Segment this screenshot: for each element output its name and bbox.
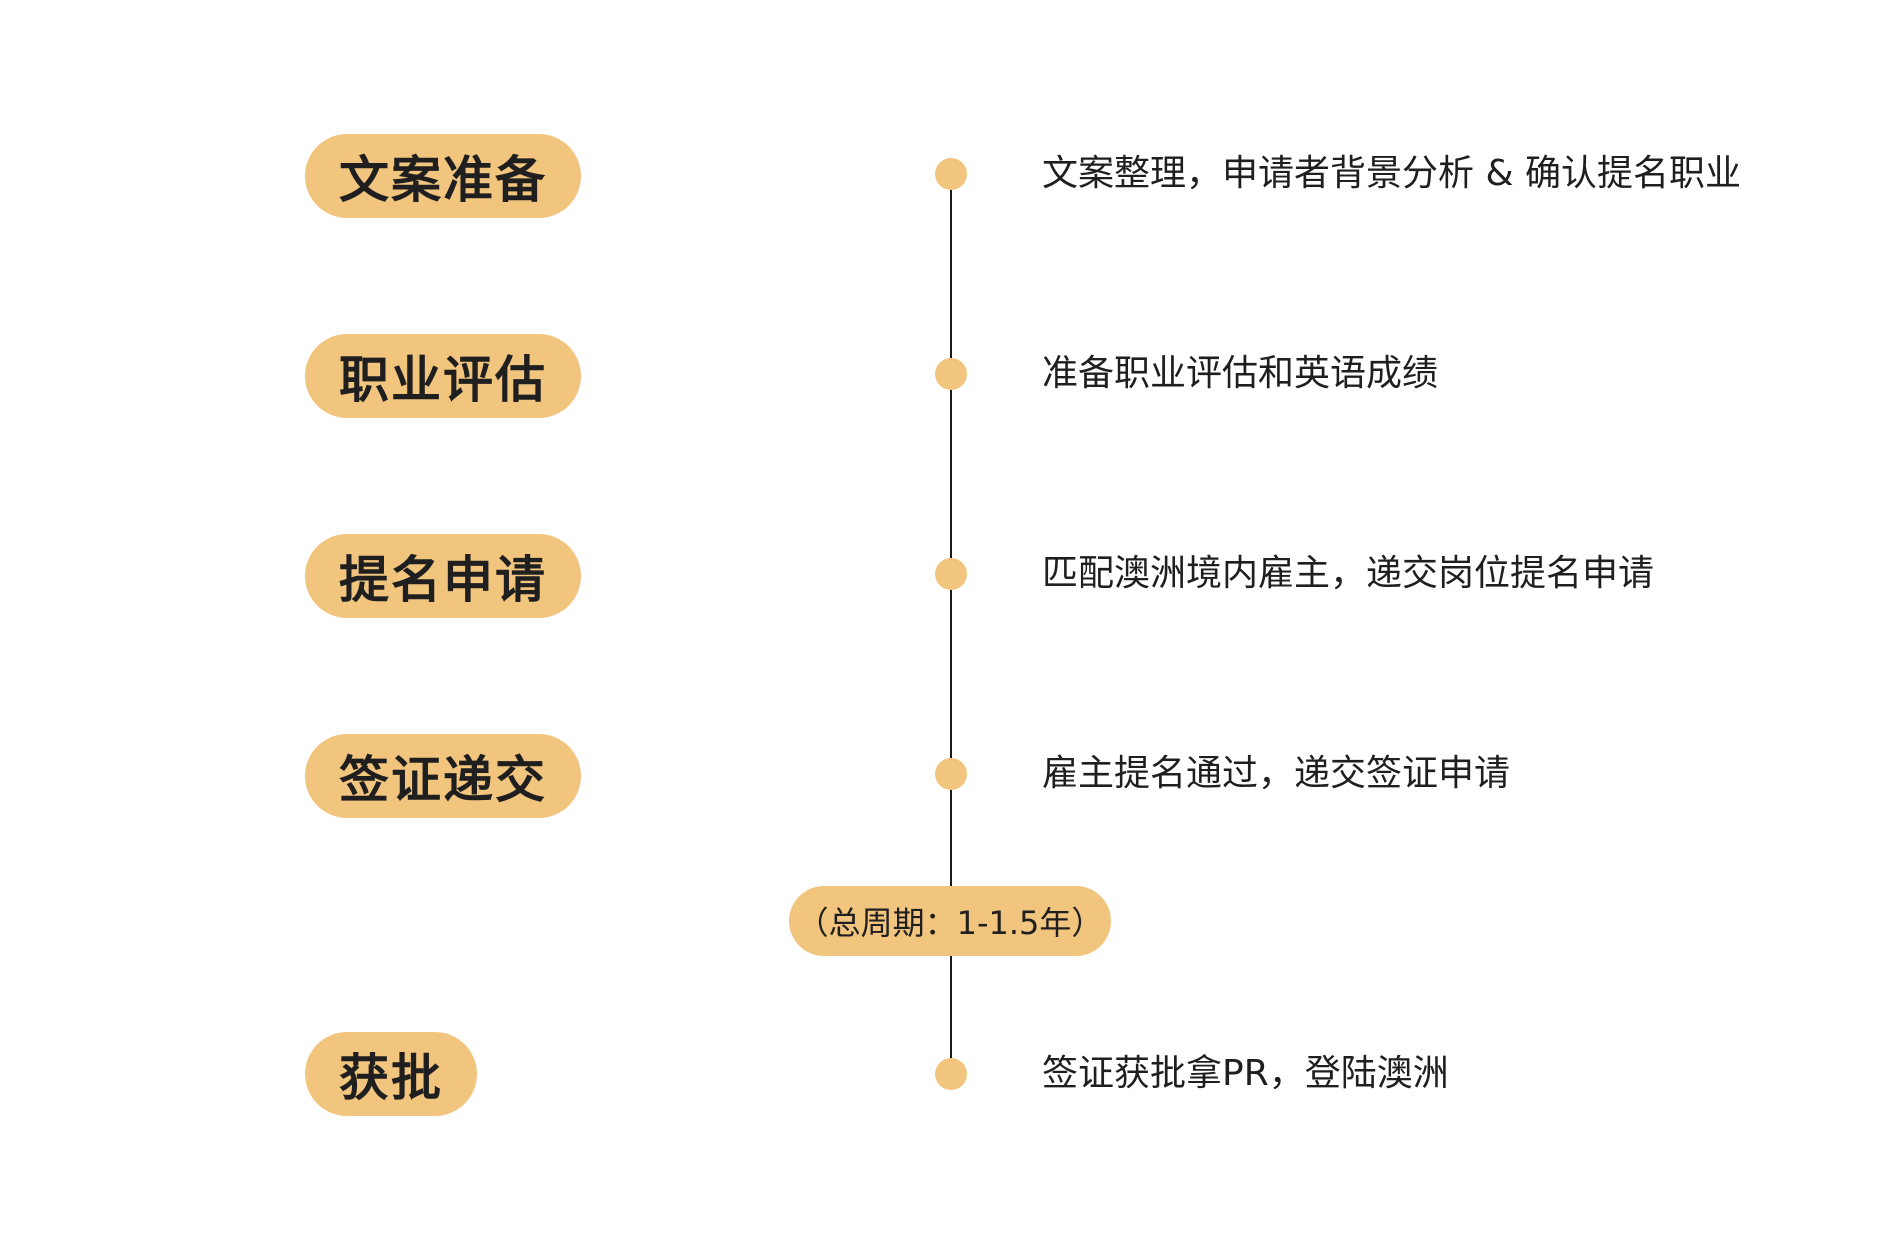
step-label-4: 签证递交 bbox=[305, 734, 581, 818]
step-description-1: 文案整理，申请者背景分析 & 确认提名职业 bbox=[1042, 153, 1741, 194]
step-marker-1 bbox=[935, 158, 967, 190]
timeline-axis-line bbox=[950, 172, 952, 1068]
step-label-5: 获批 bbox=[305, 1032, 477, 1116]
step-marker-3 bbox=[935, 558, 967, 590]
step-description-2: 准备职业评估和英语成绩 bbox=[1042, 353, 1439, 394]
step-label-2: 职业评估 bbox=[305, 334, 581, 418]
total-period-badge: （总周期：1-1.5年） bbox=[789, 886, 1111, 956]
step-description-3: 匹配澳洲境内雇主，递交岗位提名申请 bbox=[1042, 553, 1655, 594]
step-marker-5 bbox=[935, 1058, 967, 1090]
step-description-5: 签证获批拿PR，登陆澳洲 bbox=[1042, 1053, 1449, 1094]
step-marker-4 bbox=[935, 758, 967, 790]
step-label-3: 提名申请 bbox=[305, 534, 581, 618]
step-marker-2 bbox=[935, 358, 967, 390]
step-label-1: 文案准备 bbox=[305, 134, 581, 218]
step-description-4: 雇主提名通过，递交签证申请 bbox=[1042, 753, 1511, 794]
